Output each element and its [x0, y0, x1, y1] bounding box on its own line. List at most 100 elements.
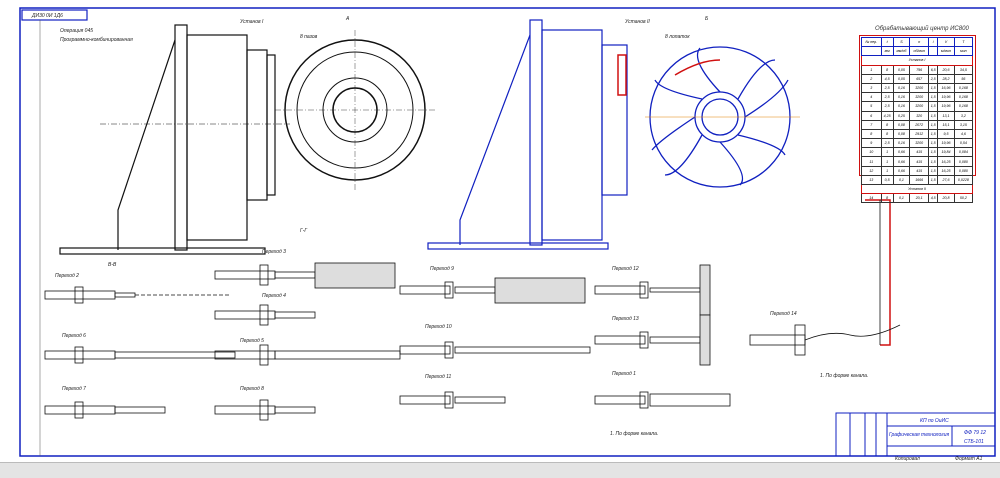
table-cell: 8 [880, 193, 894, 204]
table-cell: 3200 [909, 92, 930, 103]
table-cell: 28,2 [937, 73, 955, 84]
setup1-label: Установ I [240, 19, 264, 25]
drawing-name: Графическая технология [889, 432, 950, 438]
table-cell: 4 [861, 92, 882, 103]
table-cell: 3 [861, 82, 882, 94]
transition-label: Переход 7 [62, 386, 86, 392]
stamp-box [21, 9, 88, 21]
table-cell: 0,66 [892, 165, 911, 176]
table-cell: 0,5 [880, 174, 894, 186]
table-cell: 4,6 [953, 128, 974, 140]
section-vv-label: В-В [108, 262, 117, 268]
table-cell: 9,5 [937, 128, 955, 140]
table-cell [861, 46, 882, 57]
table-cell: 1666 [909, 174, 930, 186]
table-cell: 8 [880, 128, 894, 140]
table-cell: 1,5 [928, 82, 939, 94]
transition-label: Переход 3 [262, 249, 286, 255]
table-cell: 0,16 [892, 138, 911, 149]
format-label: Формат А1 [955, 456, 983, 462]
table-cell: 6,5 [928, 64, 939, 75]
table-cell: 0,080 [953, 165, 974, 176]
table-cell: i [928, 36, 939, 48]
table-cell: 19,96 [937, 92, 955, 103]
transition-label: Переход 13 [612, 316, 639, 322]
table-cell: 2072 [909, 119, 930, 130]
transition-label: Переход 2 [55, 273, 79, 279]
table-cell: 50,2 [953, 193, 974, 204]
table-cell: t [880, 36, 894, 48]
operation-type: Программно-комбинированная [60, 37, 133, 43]
setup2-label: Установ II [625, 19, 650, 25]
table-cell: 20,1 [909, 193, 930, 204]
note-channel-2: 1. По форме канала. [610, 431, 658, 437]
table-cell: 13,1 [937, 110, 955, 121]
table-cell: 4,5 [928, 193, 939, 204]
transition-label: Переход 10 [425, 324, 452, 330]
table-cell: 1,5 [928, 156, 939, 167]
transition-labels: Переход 2 Переход 3 Переход 4 Переход 5 … [55, 249, 797, 392]
table-cell: 0,1 [892, 174, 911, 186]
table-cell: 1 [861, 64, 882, 75]
bottom-scrollbar[interactable] [0, 462, 1000, 478]
table-cell: 4,25 [880, 110, 894, 121]
table-cell: 1,5 [928, 119, 939, 130]
table-cell: 0,54 [953, 138, 974, 149]
table-cell: 27,6 [937, 174, 955, 186]
table-cell: 415 [909, 165, 930, 176]
table-cell: 19,96 [937, 101, 955, 112]
table-cell: 1,5 [928, 165, 939, 176]
table-cell: 3,15 [953, 119, 974, 130]
table-cell: 1,5 [928, 174, 939, 186]
table-cell: мин [953, 46, 974, 57]
table-cell: T [953, 36, 974, 48]
slots-label: 8 пазов [300, 34, 318, 40]
table-cell: 1,5 [928, 138, 939, 149]
table-cell: 2,5 [928, 73, 939, 84]
table-cell: 14 [861, 193, 882, 204]
fixture-setup1 [59, 24, 290, 255]
table-cell: м/мин [937, 46, 955, 57]
table-cell: 3200 [909, 101, 930, 112]
table-cell: 320 [909, 110, 930, 121]
table-cell: 10 [861, 147, 882, 158]
table-cell: Установ I [861, 55, 973, 66]
transition-label: Переход 12 [612, 266, 639, 272]
operation-label: Операция 045 [60, 28, 93, 34]
table-cell: 13 [861, 174, 882, 186]
table-cell: 7 [861, 119, 882, 130]
table-cell: 16,25 [937, 156, 955, 167]
table-cell: 0,16 [892, 101, 911, 112]
table-title: Обрабатывающий центр ИС800 [875, 26, 969, 32]
table-cell: 1 [880, 147, 894, 158]
table-cell: 0,08 [892, 119, 911, 130]
table-cell: V [937, 36, 955, 48]
table-cell: 3,2 [953, 110, 974, 121]
transition-label: Переход 4 [262, 293, 286, 299]
table-cell: 2,5 [880, 82, 894, 94]
table-cell: 56 [953, 73, 974, 84]
section-gg-label: Г-Г [300, 228, 308, 234]
table-cell: n [909, 36, 930, 48]
table-cell: 0,16 [892, 92, 911, 103]
table-sec-row: Установ I [861, 55, 973, 66]
table-cell: 2,5 [880, 138, 894, 149]
table-cell: 0,168 [953, 82, 974, 94]
table-cell: 4,5 [880, 73, 894, 84]
table-cell: 0,05 [892, 73, 911, 84]
copied-label: Копировал [895, 456, 920, 462]
table-cell: 19,96 [937, 138, 955, 149]
table-cell: 0,66 [892, 156, 911, 167]
part-front-view [275, 30, 435, 190]
table-cell: 0,25 [892, 110, 911, 121]
table-cell: 0,168 [953, 101, 974, 112]
table-cell: 0,66 [892, 147, 911, 158]
table-cell: 16,25 [937, 165, 955, 176]
